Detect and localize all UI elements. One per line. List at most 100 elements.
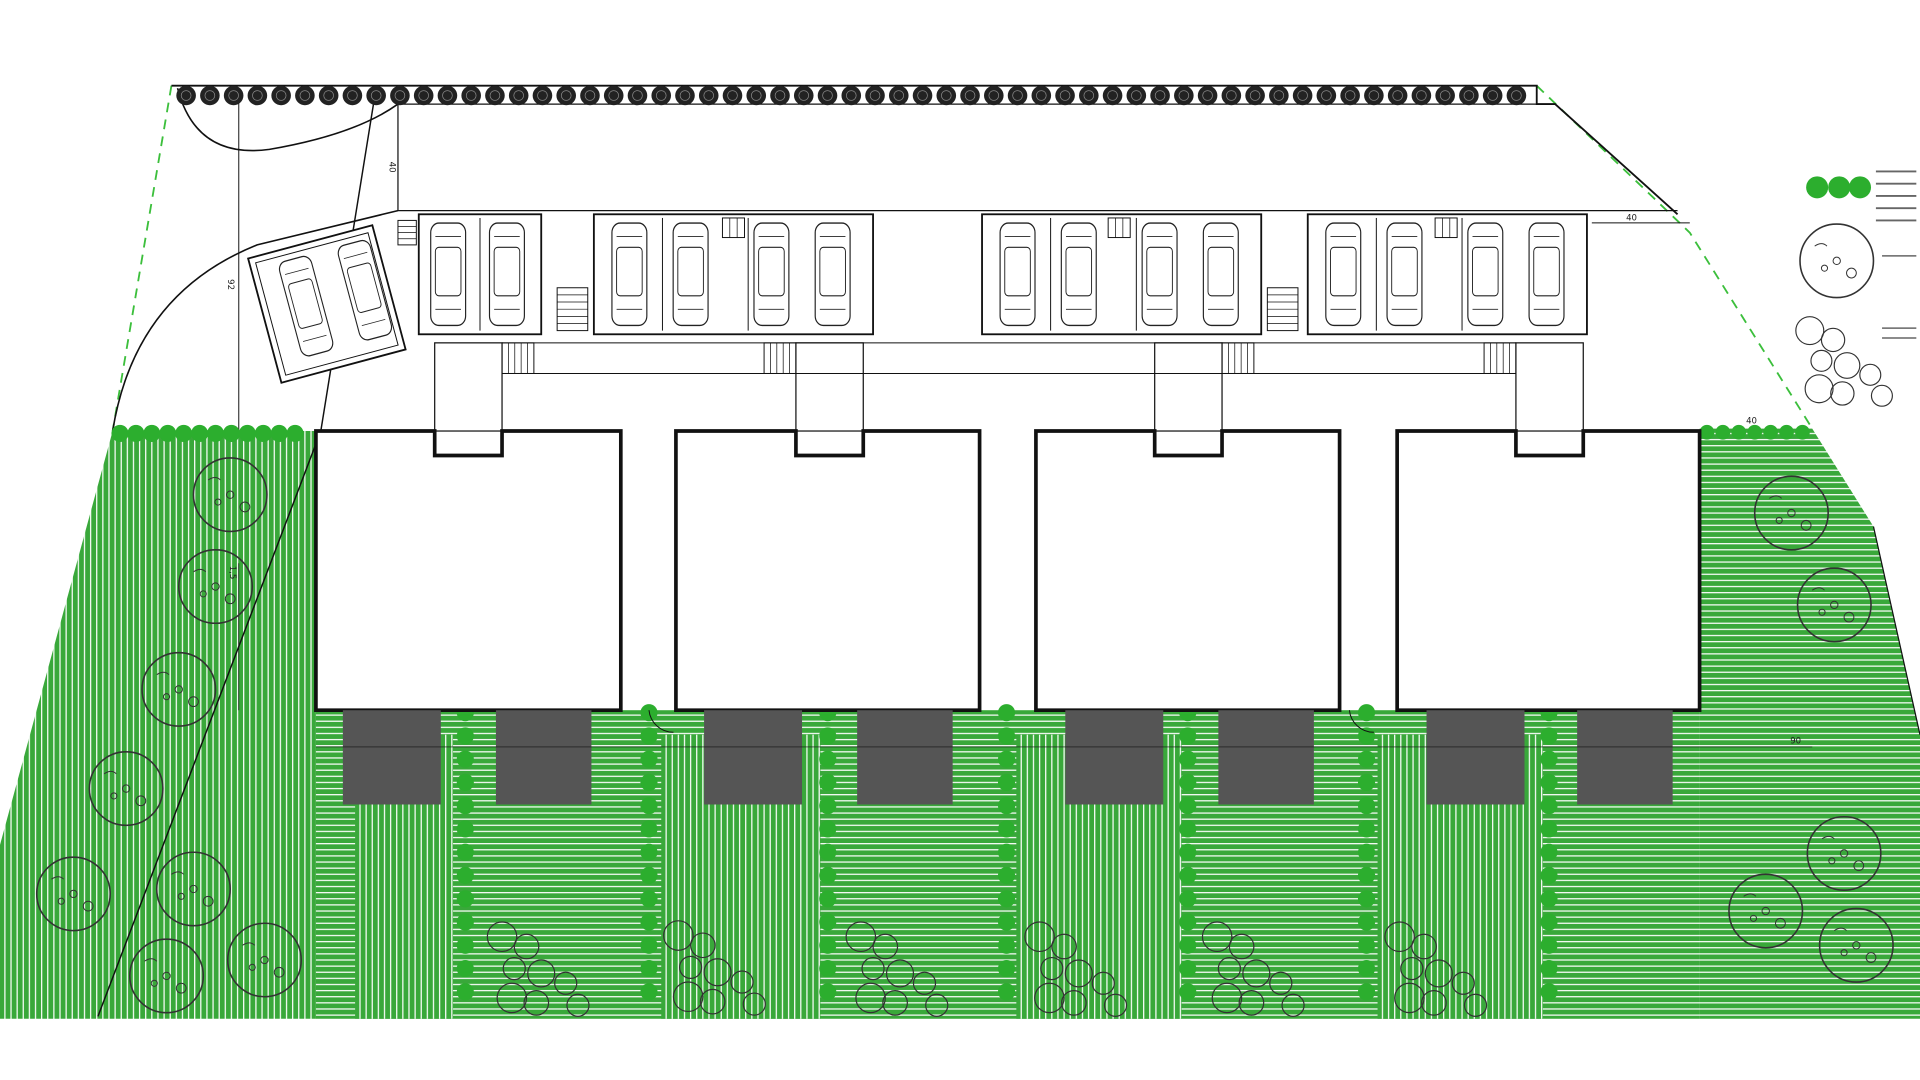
hedge-shrub-icon bbox=[819, 727, 837, 745]
hedge-shrub-icon bbox=[1126, 85, 1147, 106]
hedge-shrub-icon bbox=[461, 85, 481, 106]
door-arcs bbox=[648, 710, 1374, 733]
car-icon bbox=[1467, 222, 1504, 327]
hedge-shrub-icon bbox=[318, 85, 339, 106]
hedge-shrub-icon bbox=[997, 773, 1016, 792]
hedge-shrub-icon bbox=[1357, 913, 1376, 931]
hedge-shrub-icon bbox=[640, 936, 658, 954]
hedge-shrub-icon bbox=[819, 936, 837, 954]
house-4 bbox=[1395, 429, 1702, 713]
hedge-shrub-icon bbox=[1269, 85, 1289, 106]
hedge-shrub-icon bbox=[111, 424, 129, 443]
hedge-shrub-icon bbox=[1179, 797, 1197, 815]
hedge-shrub-icon bbox=[819, 983, 837, 1001]
hedge-shrub-icon bbox=[1179, 960, 1197, 978]
hedge-shrub-icon bbox=[603, 85, 624, 106]
stairs-icon bbox=[721, 217, 745, 239]
hedge-shrub-icon bbox=[1357, 866, 1376, 885]
hedge-shrub-icon bbox=[1357, 820, 1376, 838]
hedge-shrub-icon bbox=[1357, 983, 1376, 1001]
hedge-shrub-icon bbox=[127, 424, 145, 443]
hedge-shrub-icon bbox=[1540, 936, 1558, 954]
hedge-shrub-icon bbox=[1795, 424, 1810, 440]
hedge-shrub-icon bbox=[485, 85, 505, 106]
stairs-icon bbox=[501, 342, 535, 374]
hedge-shrub-icon bbox=[640, 773, 658, 792]
dimension-right-top: 40 bbox=[1626, 213, 1637, 223]
car-icon bbox=[611, 222, 648, 327]
car-icon bbox=[753, 222, 790, 327]
hedge-shrub-icon bbox=[270, 424, 288, 443]
house-2 bbox=[674, 429, 982, 713]
hedge-shrub-icon bbox=[437, 85, 458, 106]
hedge-shrub-icon bbox=[1357, 704, 1376, 722]
hedge-shrub-icon bbox=[1482, 85, 1503, 106]
car-icon bbox=[672, 222, 709, 327]
hedge-shrub-icon bbox=[997, 797, 1016, 815]
hedge-shrub-icon bbox=[698, 85, 719, 106]
hedge-shrub-icon bbox=[912, 85, 933, 106]
stairs-icon bbox=[1107, 217, 1131, 239]
hedge-rows bbox=[111, 424, 1810, 1001]
hedge-shrub-icon bbox=[1179, 750, 1197, 768]
legend-hedge-icon bbox=[1806, 176, 1872, 199]
hedge-shrub-icon bbox=[722, 85, 743, 106]
hedge-shrub-icon bbox=[1540, 820, 1558, 838]
hedge-shrub-icon bbox=[456, 727, 474, 745]
legend-hedge-text-lines bbox=[1875, 170, 1917, 222]
walkways bbox=[434, 342, 1584, 432]
hedge-shrub-icon bbox=[1364, 85, 1384, 106]
hedge-shrub-icon bbox=[1316, 85, 1337, 106]
hedge-shrub-icon bbox=[819, 797, 837, 815]
car-icon bbox=[1528, 222, 1565, 327]
hedge-shrub-icon bbox=[1245, 85, 1265, 106]
hedge-shrub-icon bbox=[770, 85, 790, 106]
hedge-shrub-icon bbox=[640, 843, 658, 861]
hedge-shrub-icon bbox=[746, 85, 767, 106]
hedge-shrub-icon bbox=[238, 424, 256, 443]
hedge-shrub-icon bbox=[580, 85, 600, 106]
hedge-shrub-icon bbox=[819, 960, 837, 978]
hedge-shrub-icon bbox=[223, 85, 244, 106]
hedge-shrub-icon bbox=[819, 890, 837, 908]
hedge-shrub-icon bbox=[456, 890, 474, 908]
hedge-shrub-icon bbox=[1179, 913, 1197, 931]
hedge-shrub-icon bbox=[819, 820, 837, 838]
car-icon bbox=[488, 222, 526, 327]
hedge-shrub-icon bbox=[1179, 866, 1197, 885]
hedge-shrub-icon bbox=[1221, 85, 1242, 106]
hedge-shrub-icon bbox=[1197, 85, 1218, 106]
hedge-shrub-icon bbox=[175, 424, 193, 443]
hedge-shrub-icon bbox=[1387, 85, 1408, 106]
hedge-shrub-icon bbox=[1055, 85, 1075, 106]
hedge-shrub-icon bbox=[984, 85, 1004, 106]
hedge-shrub-icon bbox=[640, 913, 658, 931]
hedge-shrub-icon bbox=[936, 85, 957, 106]
hedge-shrub-icon bbox=[1731, 424, 1747, 440]
stairs bbox=[397, 217, 1517, 374]
hedge-shrub-icon bbox=[651, 85, 672, 106]
hedge-shrub-icon bbox=[1079, 85, 1099, 106]
lawn-right bbox=[1699, 428, 1920, 1019]
hedge-shrub-icon bbox=[819, 913, 837, 931]
hedge-shrub-icon bbox=[997, 913, 1016, 931]
car-icon bbox=[999, 222, 1036, 327]
hedge-shrub-icon bbox=[456, 773, 474, 792]
dimension-right-small: 40 bbox=[1746, 417, 1757, 427]
hedge-shrub-icon bbox=[627, 85, 648, 106]
dimension-bottom-right: 90 bbox=[1790, 736, 1801, 746]
hedge-shrub-icon bbox=[1763, 424, 1778, 440]
hedge-shrub-icon bbox=[271, 85, 291, 106]
hedge-shrub-icon bbox=[1102, 85, 1123, 106]
hedge-shrub-icon bbox=[191, 424, 209, 443]
hedge-shrub-icon bbox=[1715, 424, 1731, 440]
hedge-shrub-icon bbox=[1357, 750, 1376, 768]
hedge-shrub-icon bbox=[997, 983, 1016, 1001]
hedge-shrub-icon bbox=[413, 85, 434, 106]
hedge-shrub-icon bbox=[456, 820, 474, 838]
hedge-shrub-icon bbox=[1179, 843, 1197, 861]
hedge-shrub-icon bbox=[640, 727, 658, 745]
hedge-shrub-icon bbox=[456, 866, 474, 885]
hedge-shrub-icon bbox=[456, 983, 474, 1001]
hedge-shrub-icon bbox=[640, 890, 658, 908]
